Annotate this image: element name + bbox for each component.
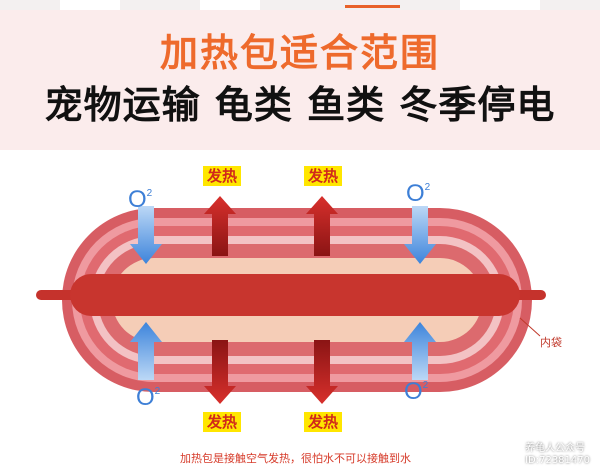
active-tab-indicator — [345, 5, 400, 8]
oxygen-label: O2 — [404, 378, 429, 405]
diagram-caption: 加热包是接触空气发热，很怕水不可以接触到水 — [180, 452, 411, 465]
oxygen-label: O2 — [136, 384, 161, 411]
oxygen-arrow-up — [404, 322, 436, 380]
header-banner — [0, 10, 600, 150]
heat-tag: 发热 — [304, 166, 343, 186]
top-tab-strip — [0, 0, 600, 10]
watermark-line: ID:72381470 — [525, 455, 590, 466]
pouch-label-line — [519, 317, 541, 337]
inner-pouch-label: 内袋 — [540, 336, 562, 349]
heat-tag: 发热 — [304, 412, 343, 432]
oxygen-arrow-down — [130, 206, 162, 264]
oxygen-label: O2 — [406, 180, 431, 207]
page-subtitle: 宠物运输 龟类 鱼类 冬季停电 — [44, 83, 556, 127]
watermark-line: 养龟人公众号 — [525, 443, 586, 454]
heating-pack-diagram — [36, 196, 546, 404]
oxygen-label: O2 — [128, 186, 153, 213]
tab-segment — [460, 0, 540, 10]
tab-segment — [200, 0, 260, 10]
heat-arrow-down — [306, 340, 338, 404]
heating-bar — [70, 274, 520, 316]
heat-arrow-up — [306, 196, 338, 256]
oxygen-arrow-down — [404, 206, 436, 264]
heat-arrow-down — [204, 340, 236, 404]
heat-tag: 发热 — [203, 166, 242, 186]
heat-tag: 发热 — [203, 412, 242, 432]
heat-arrow-up — [204, 196, 236, 256]
page-title: 加热包适合范围 — [159, 31, 440, 75]
tab-segment — [60, 0, 120, 10]
watermark: 养龟人公众号 ID:72381470 — [525, 443, 590, 467]
oxygen-arrow-up — [130, 322, 162, 380]
